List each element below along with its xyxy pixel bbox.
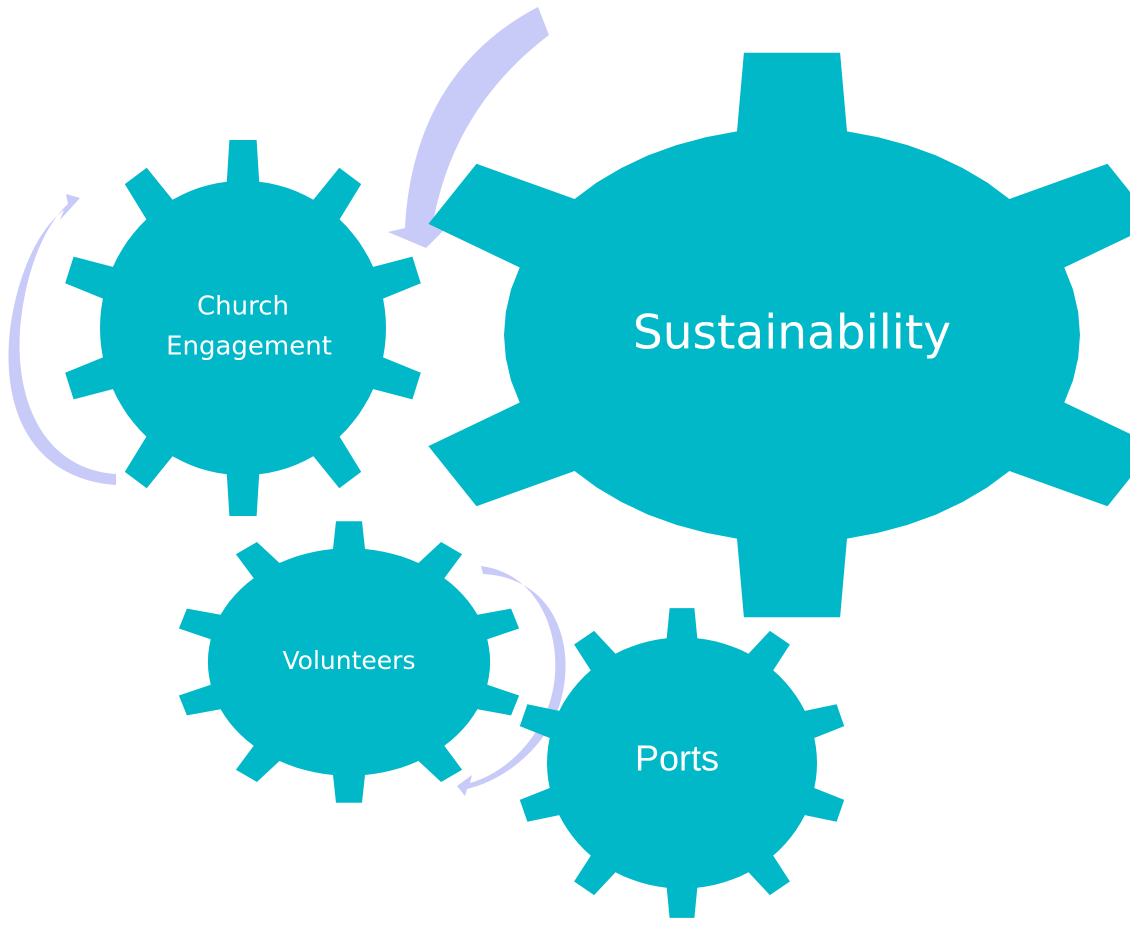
gear-label-sustainability: Sustainability <box>633 306 951 361</box>
gear-ports <box>519 608 845 918</box>
arrow-sustainability-to-church <box>388 7 549 248</box>
gear-sustainability <box>428 52 1130 618</box>
gear-label-volunteers: Volunteers <box>283 646 416 675</box>
circular-arrows <box>8 7 566 796</box>
gear-label-church-line2: Engagement <box>166 332 332 362</box>
gear-volunteers <box>178 521 520 803</box>
arrow-volunteers-to-ports <box>457 566 566 796</box>
gear-church-engagement <box>65 140 421 516</box>
gears <box>65 52 1130 918</box>
gear-label-church-line1: Church <box>197 292 289 322</box>
gear-label-ports: Ports <box>635 738 719 779</box>
arrow-church-cycle <box>8 194 116 485</box>
